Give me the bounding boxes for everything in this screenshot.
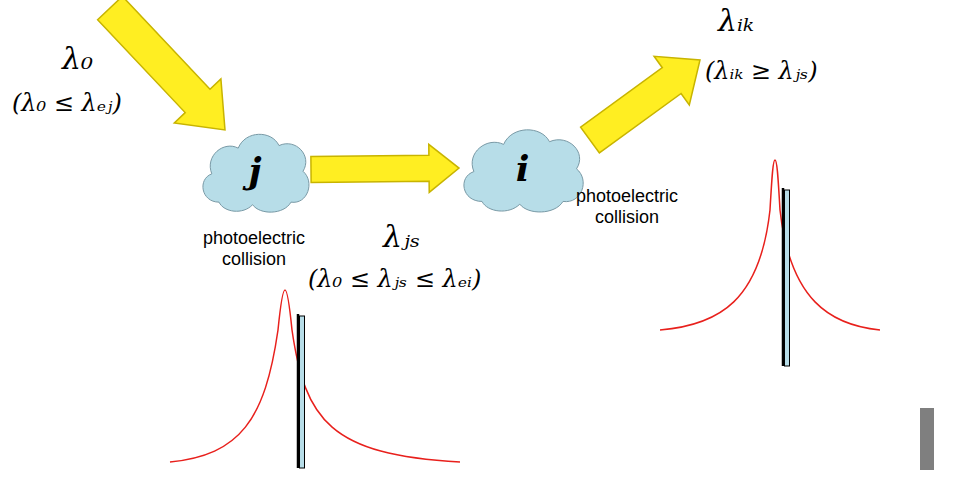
cloud-label: i (516, 150, 530, 186)
cloud-node: j (195, 125, 315, 215)
spectral-line-profile (170, 290, 460, 462)
wavelength-label: (λ₀ ≤ λⱼₛ ≤ λₑᵢ) (308, 266, 481, 294)
wavelength-label: λ₀ (62, 42, 93, 77)
wavelength-label: (λᵢₖ ≥ λⱼₛ) (705, 58, 818, 86)
emission-line (297, 314, 300, 468)
wavelength-label: (λ₀ ≤ λₑⱼ) (12, 90, 122, 118)
process-note: photoelectric collision (563, 186, 691, 227)
wavelength-label: λᵢₖ (718, 4, 754, 39)
emission-line (782, 188, 785, 366)
photon-arrow (311, 144, 459, 192)
outgoing-photon-arrow (581, 56, 700, 153)
emission-band (300, 316, 305, 468)
cloud-node: i (455, 120, 590, 215)
emission-band (785, 190, 790, 366)
spectral-line-profile (660, 160, 880, 330)
wavelength-label: λⱼₛ (383, 220, 420, 255)
cloud-label: j (248, 152, 261, 188)
gray-bar (920, 408, 934, 470)
process-note: photoelectric collision (190, 228, 318, 269)
